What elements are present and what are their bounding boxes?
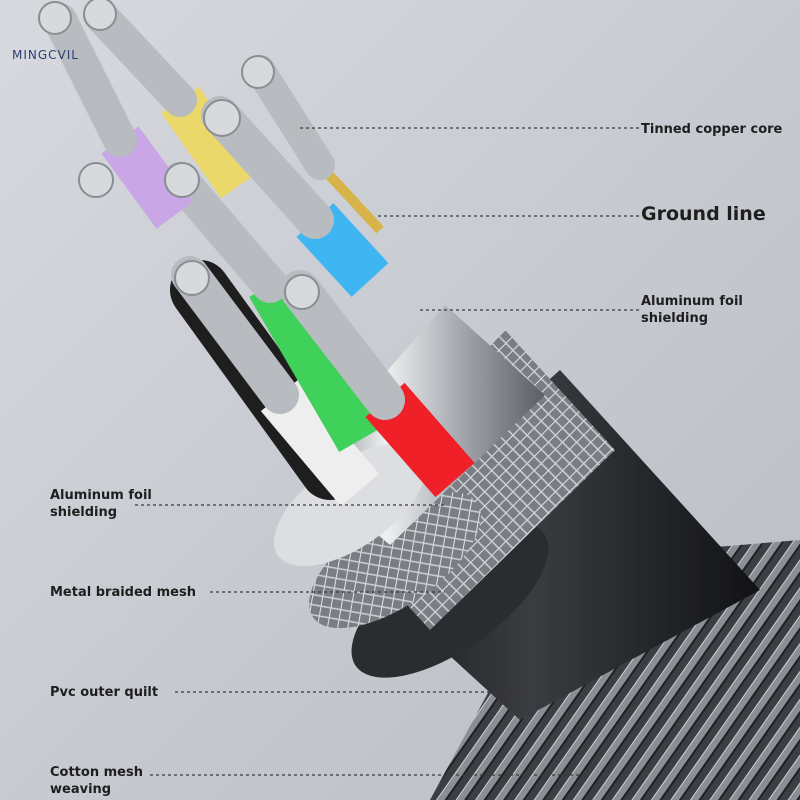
leader-lines xyxy=(135,127,640,776)
label-aluminum-foil-right-line1: Aluminum foil xyxy=(641,294,743,309)
wire-purple xyxy=(43,3,194,229)
label-aluminum-foil-left-line2: shielding xyxy=(50,505,118,520)
wire-green xyxy=(162,162,381,453)
brand-logo: MINGCVIL xyxy=(12,48,79,62)
ground-wire xyxy=(245,55,384,234)
label-aluminum-foil-left: Aluminum foil shielding xyxy=(50,487,152,521)
label-pvc-outer-quilt: Pvc outer quilt xyxy=(50,685,159,700)
wire-blue xyxy=(201,96,389,297)
inner-wires xyxy=(38,0,475,507)
label-aluminum-foil-right-line2: shielding xyxy=(641,311,709,326)
strand-ends xyxy=(38,0,320,310)
label-cotton-mesh-weaving-line1: Cotton mesh xyxy=(50,765,143,780)
label-tinned-copper-core: Tinned copper core xyxy=(641,122,783,137)
label-metal-braided-mesh: Metal braided mesh xyxy=(50,585,196,600)
wire-red xyxy=(280,270,475,498)
wire-white xyxy=(171,256,380,507)
metal-braided-mesh xyxy=(309,330,615,630)
label-cotton-mesh-weaving-line2: weaving xyxy=(50,782,112,797)
label-ground-line: Ground line xyxy=(641,203,766,225)
label-aluminum-foil-left-line1: Aluminum foil xyxy=(50,488,152,503)
label-cotton-mesh-weaving: Cotton mesh weaving xyxy=(50,764,143,798)
wire-yellow xyxy=(83,0,259,199)
label-aluminum-foil-right: Aluminum foil shielding xyxy=(641,293,743,327)
